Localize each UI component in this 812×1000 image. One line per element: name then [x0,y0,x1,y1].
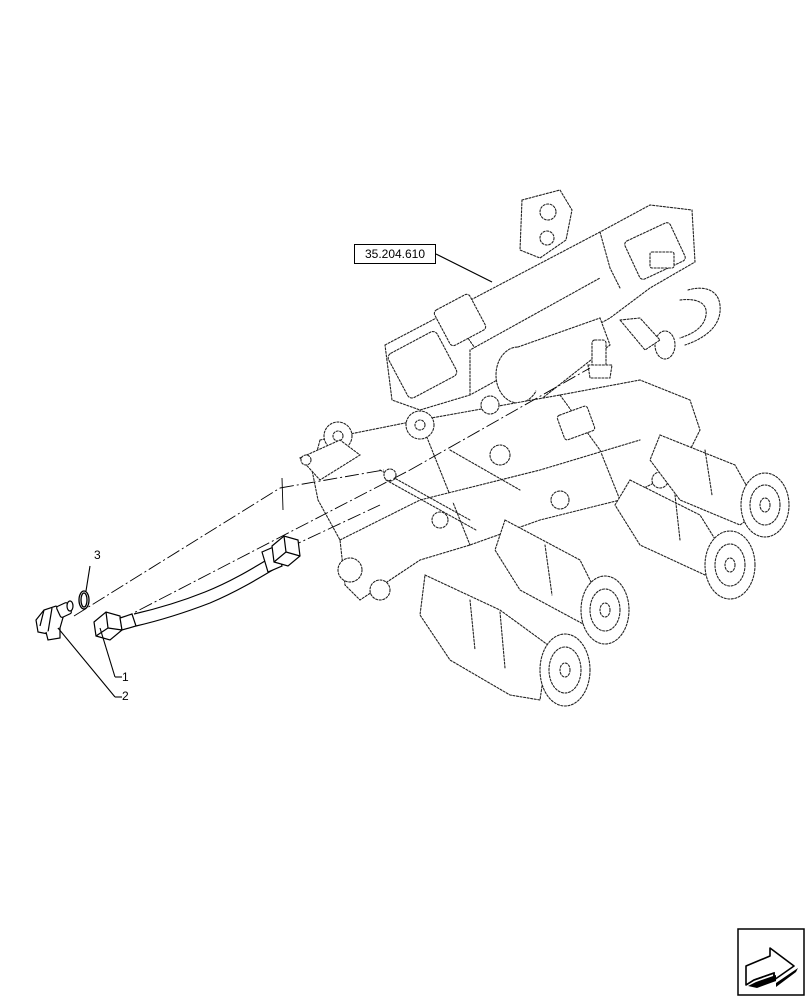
phantom-short-tick [281,477,284,511]
callout-1: 1 [122,670,129,684]
part-1-hose-assembly [93,535,301,641]
reference-label-text: 35.204.610 [364,247,426,261]
reference-leader-line [435,253,493,283]
reference-label-box[interactable]: 35.204.610 [354,244,436,264]
quick-coupler-rear-right [649,434,790,538]
part-3-o-ring [78,590,90,610]
callout-2: 2 [122,689,129,703]
quick-coupler-rear-center [614,479,756,600]
callout-3: 3 [94,548,101,562]
next-page-arrow-icon[interactable] [737,928,805,996]
part-2-adapter-fitting [35,600,74,641]
quick-coupler-front-left [419,574,591,707]
installation-phantom-lines [73,367,591,621]
quick-coupler-front-center [494,519,630,645]
callout-leader-lines [57,565,122,698]
valve-assembly-outline [299,189,790,707]
